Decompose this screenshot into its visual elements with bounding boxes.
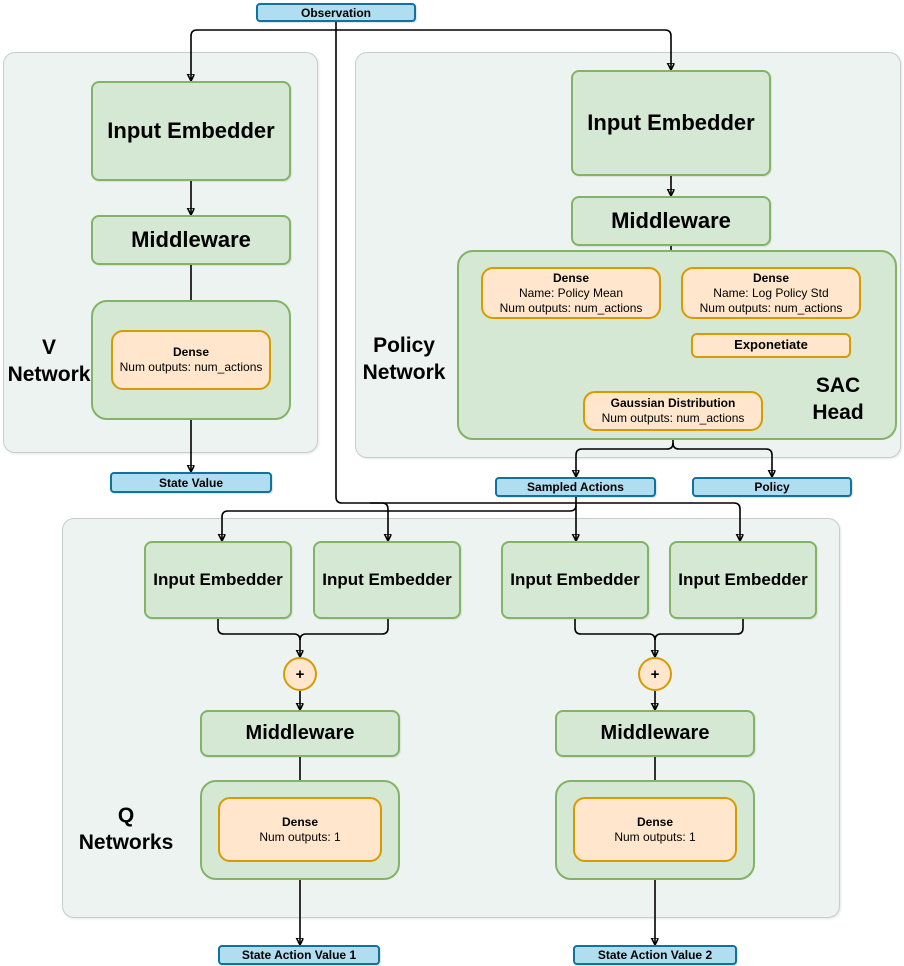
dense-policy-mean: Dense Name: Policy Mean Num outputs: num… (481, 267, 661, 319)
dense-policy-mean-title: Dense (552, 270, 590, 285)
q1-dense-outputs: Num outputs: 1 (259, 829, 341, 844)
q-networks-title: Q Networks (78, 804, 174, 855)
q2-input-embedder-1: Input Embedder (501, 541, 649, 619)
q1-dense-title: Dense (281, 814, 319, 829)
dense-policy-mean-outputs: Num outputs: num_actions (499, 300, 643, 315)
gaussian-title: Gaussian Distribution (610, 396, 736, 410)
policy-network-title: Policy Network (362, 334, 446, 385)
v-input-embedder: Input Embedder (91, 81, 291, 181)
node-state-action-value-2: State Action Value 2 (573, 945, 737, 965)
node-state-action-value-1: State Action Value 1 (218, 945, 380, 965)
q2-dense: Dense Num outputs: 1 (573, 797, 737, 862)
sac-head-title: SAC Head (812, 374, 864, 425)
q2-dense-outputs: Num outputs: 1 (614, 829, 696, 844)
v-dense: Dense Num outputs: num_actions (111, 330, 271, 390)
q1-dense: Dense Num outputs: 1 (218, 797, 382, 862)
dense-log-policy-std: Dense Name: Log Policy Std Num outputs: … (681, 267, 861, 319)
dense-log-policy-std-title: Dense (752, 270, 790, 285)
gaussian-outputs: Num outputs: num_actions (601, 411, 745, 425)
dense-policy-mean-name: Name: Policy Mean (518, 285, 624, 300)
q2-dense-title: Dense (636, 814, 674, 829)
v-dense-title: Dense (172, 345, 210, 359)
policy-middleware: Middleware (571, 196, 771, 246)
q1-sum-icon: + (283, 657, 317, 691)
dense-log-policy-std-name: Name: Log Policy Std (713, 285, 829, 300)
v-dense-outputs: Num outputs: num_actions (119, 360, 263, 374)
gaussian-distribution-box: Gaussian Distribution Num outputs: num_a… (583, 391, 763, 431)
q2-middleware: Middleware (555, 710, 755, 757)
q2-input-embedder-2: Input Embedder (669, 541, 817, 619)
node-observation: Observation (256, 3, 416, 22)
node-state-value: State Value (110, 472, 272, 493)
dense-log-policy-std-outputs: Num outputs: num_actions (699, 300, 843, 315)
policy-input-embedder: Input Embedder (571, 70, 771, 176)
node-sampled-actions: Sampled Actions (495, 477, 656, 497)
exponentiate-box: Exponetiate (691, 333, 851, 358)
v-middleware: Middleware (91, 215, 291, 265)
q1-input-embedder-2: Input Embedder (313, 541, 461, 619)
exponentiate-label: Exponetiate (734, 337, 808, 353)
node-policy: Policy (692, 477, 852, 497)
q1-input-embedder-1: Input Embedder (144, 541, 292, 619)
q2-sum-icon: + (638, 657, 672, 691)
v-network-title: V Network (7, 336, 91, 387)
q1-middleware: Middleware (200, 710, 400, 757)
